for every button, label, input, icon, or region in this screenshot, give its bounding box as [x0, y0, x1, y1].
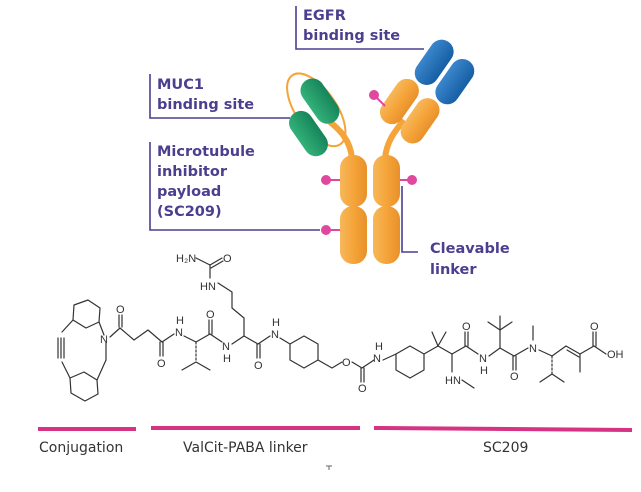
segment-label-sc209: SC209	[483, 440, 528, 456]
segment-label-conjugation: Conjugation	[39, 440, 123, 456]
heavy-chain-left-lower	[340, 206, 367, 264]
benzene-ring-upper	[72, 299, 101, 329]
atom-nh: HN	[445, 375, 461, 387]
atom-o: O	[157, 358, 166, 370]
linker-label-line1: Cleavable	[430, 241, 510, 257]
atom-h: H	[375, 341, 383, 353]
payload-label-line2: inhibitor	[157, 164, 228, 180]
atom-o: O	[590, 321, 599, 333]
atom-h: H	[176, 315, 184, 327]
payload-label-line3: payload	[157, 184, 221, 200]
cursor-icon	[326, 465, 332, 470]
atom-h: H	[480, 365, 488, 377]
segment-bar-sc209	[373, 426, 633, 432]
atom-o: O	[223, 253, 232, 265]
payload-dot	[321, 175, 331, 185]
paba-ring	[289, 335, 319, 369]
atom-o: O	[358, 383, 367, 395]
atom-o: O	[342, 357, 351, 369]
payload-dot	[407, 175, 417, 185]
segment-legend: Conjugation ValCit-PABA linker SC209	[38, 426, 633, 456]
payload-label-line1: Microtubule	[157, 144, 255, 160]
egfr-label-line1: EGFR	[303, 8, 346, 24]
linker-label-line2: linker	[430, 262, 477, 278]
egfr-label-line2: binding site	[303, 28, 400, 44]
muc1-domain-2	[300, 78, 340, 124]
chemical-structure: N O O N H O N H HN H₂N O	[57, 253, 624, 402]
antibody-illustration: EGFR binding site MUC1 binding site Micr…	[149, 6, 510, 278]
atom-n: N	[222, 341, 230, 353]
payload-dot	[369, 90, 379, 100]
muc1-binding-domain	[286, 72, 347, 157]
heavy-chain-right-lower	[373, 206, 400, 264]
hinge-right	[382, 118, 407, 159]
payload-leader-line	[149, 142, 320, 231]
atom-h: H	[272, 317, 280, 329]
muc1-leader-line	[149, 74, 290, 119]
payload-dot	[321, 225, 331, 235]
atom-n: N	[100, 334, 108, 346]
fab-orange-1	[379, 78, 419, 125]
atom-n: N	[479, 353, 487, 365]
atom-o: O	[206, 309, 215, 321]
atom-hn: HN	[200, 281, 216, 293]
atom-n: N	[529, 343, 537, 355]
hinge-left	[328, 119, 355, 159]
atom-oh: OH	[607, 349, 624, 361]
muc1-label-line2: binding site	[157, 97, 254, 113]
atom-o: O	[510, 371, 519, 383]
atom-h2n: H₂N	[176, 253, 196, 265]
fab-orange-2	[400, 98, 440, 144]
segment-label-linker: ValCit-PABA linker	[183, 440, 308, 456]
atom-o: O	[254, 360, 263, 372]
linker-leader-line	[401, 186, 418, 253]
heavy-chain-left-upper	[340, 155, 367, 207]
heavy-chain-right-upper	[373, 155, 400, 207]
atom-o: O	[462, 321, 471, 333]
benzene-ring-lower	[69, 371, 99, 402]
egfr-domain-1	[414, 39, 454, 85]
payload-label-line4: (SC209)	[157, 204, 222, 220]
egfr-domain-2	[435, 59, 475, 105]
muc1-label-line1: MUC1	[157, 77, 204, 93]
atom-h: H	[223, 353, 231, 365]
atom-o: O	[116, 304, 125, 316]
muc1-domain-1	[289, 110, 328, 157]
payload-dots	[321, 90, 417, 235]
atom-n: N	[373, 353, 381, 365]
phenyl-ring	[395, 345, 425, 379]
egfr-leader-line	[295, 6, 424, 50]
egfr-arm	[379, 39, 475, 144]
atom-n: N	[271, 329, 279, 341]
atom-n: N	[175, 327, 183, 339]
